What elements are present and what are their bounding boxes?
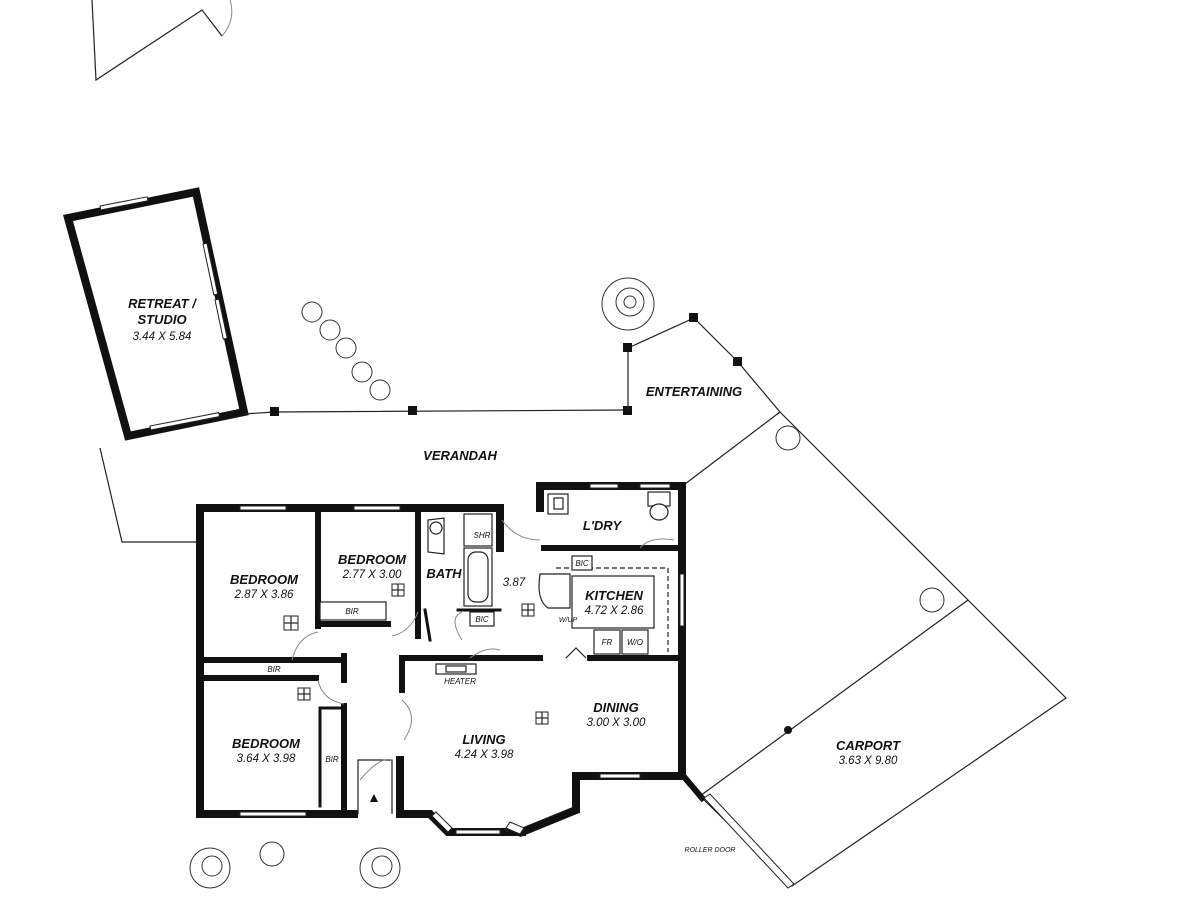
rose-bush (601, 277, 655, 331)
verandah-post (270, 407, 279, 416)
hallway-dimension: 3.87 (503, 577, 526, 589)
top-fragment (91, 0, 233, 82)
bic-kitchen-label: BIC (575, 559, 589, 568)
rose-bush (189, 847, 231, 889)
laundry-label: L'DRY (583, 518, 623, 533)
bir-bedroom1-label: BIR (267, 665, 281, 674)
kitchen-size: 4.72 X 2.86 (585, 605, 644, 617)
kitchen-name: KITCHEN (585, 588, 643, 603)
kitchen-tag-label: W/UP (559, 617, 578, 624)
ceiling-vents (283, 583, 549, 725)
landscape-plants (189, 277, 945, 889)
heater (435, 663, 477, 675)
entertaining-area (623, 313, 781, 413)
room-labels: RETREAT / STUDIO 3.44 X 5.84 VERANDAH EN… (128, 296, 901, 767)
bedroom3-size: 3.64 X 3.98 (237, 753, 296, 765)
fridge-label: FR (602, 638, 613, 647)
entertaining-post (733, 357, 742, 366)
carport-size: 3.63 X 9.80 (839, 755, 898, 767)
verandah-label: VERANDAH (423, 448, 497, 463)
bedroom2-name: BEDROOM (338, 552, 407, 567)
fixture-labels: BIR BIR BIR SHR BIC BIC FR W/O HEATER 3.… (267, 531, 735, 854)
bir-bedroom3-label: BIR (325, 755, 339, 764)
living-name: LIVING (462, 732, 505, 747)
roller-door-label: ROLLER DOOR (685, 847, 736, 854)
retreat-size: 3.44 X 5.84 (133, 331, 192, 343)
bedroom1-size: 2.87 X 3.86 (234, 589, 294, 601)
bedroom3-name: BEDROOM (232, 736, 301, 751)
rose-bush (359, 847, 401, 889)
dining-name: DINING (593, 700, 639, 715)
shrub (775, 425, 801, 451)
dining-size: 3.00 X 3.00 (587, 717, 646, 729)
shrub (919, 587, 945, 613)
verandah-post (408, 406, 417, 415)
shrub (259, 841, 285, 867)
bath-label: BATH (426, 566, 462, 581)
doors (291, 519, 675, 781)
verandah-post (623, 406, 632, 415)
retreat-name-line1: RETREAT / (128, 296, 197, 311)
wall-oven-label: W/O (627, 638, 643, 647)
bedroom1-name: BEDROOM (230, 572, 299, 587)
heater-label: HEATER (444, 677, 476, 686)
verandah (99, 406, 781, 543)
shower-label: SHR (474, 531, 491, 540)
bir-bedroom2-label: BIR (345, 607, 359, 616)
shrub-row (301, 301, 391, 401)
carport-name: CARPORT (836, 738, 901, 753)
entertaining-post (689, 313, 698, 322)
living-size: 4.24 X 3.98 (455, 749, 514, 761)
retreat-name-line2: STUDIO (137, 312, 186, 327)
retreat-studio (63, 187, 249, 441)
entertaining-label: ENTERTAINING (646, 384, 742, 399)
house-windows (239, 483, 685, 835)
bic-bath-label: BIC (475, 615, 489, 624)
bedroom2-size: 2.77 X 3.00 (342, 569, 402, 581)
carport (680, 411, 1067, 889)
kitchen-fixtures (538, 491, 671, 655)
bath-fixtures (427, 513, 495, 627)
entertaining-post (623, 343, 632, 352)
